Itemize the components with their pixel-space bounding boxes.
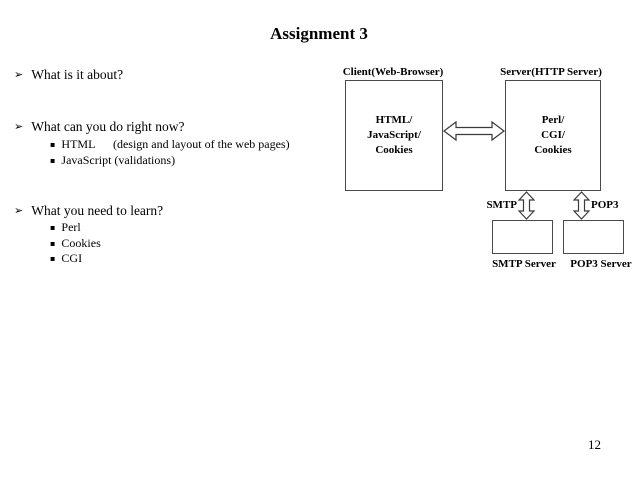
bullet-what-is-it-about: ➢ What is it about? <box>14 67 123 83</box>
subbullet-label: JavaScript (validations) <box>61 153 176 167</box>
subbullet-html: ▪ HTML (design and layout of the web pag… <box>50 137 290 152</box>
server-box: Perl/ CGI/ Cookies <box>505 80 601 191</box>
client-box-line: HTML/ <box>375 114 413 126</box>
subbullet-perl: ▪ Perl <box>50 220 81 235</box>
smtp-double-arrow-icon <box>518 191 535 220</box>
client-box-line: Cookies <box>375 144 413 156</box>
subbullet-label: Cookies <box>61 236 101 250</box>
square-bullet-icon: ▪ <box>50 223 56 232</box>
server-box-line: CGI/ <box>541 129 565 141</box>
arrow-bullet-icon: ➢ <box>14 68 24 81</box>
square-bullet-icon: ▪ <box>50 239 56 248</box>
subbullet-javascript: ▪ JavaScript (validations) <box>50 153 175 168</box>
arrow-bullet-icon: ➢ <box>14 120 24 133</box>
pop3-server-box <box>563 220 624 254</box>
client-box: HTML/ JavaScript/ Cookies <box>345 80 443 191</box>
square-bullet-icon: ▪ <box>50 254 56 263</box>
smtp-protocol-label: SMTP <box>486 199 517 211</box>
arrow-bullet-icon: ➢ <box>14 204 24 217</box>
pop3-server-label: POP3 Server <box>570 258 632 270</box>
bullet-label: What you need to learn? <box>31 203 164 218</box>
square-bullet-icon: ▪ <box>50 156 56 165</box>
square-bullet-icon: ▪ <box>50 140 56 149</box>
subbullet-cookies: ▪ Cookies <box>50 236 101 251</box>
client-box-label: Client(Web-Browser) <box>342 66 444 78</box>
bullet-what-you-need-to-learn: ➢ What you need to learn? <box>14 203 163 219</box>
server-box-line: Perl/ <box>541 114 565 126</box>
page-number: 12 <box>588 437 601 452</box>
pop3-double-arrow-icon <box>573 191 590 220</box>
subbullet-label: HTML (design and layout of the web pages… <box>61 137 290 151</box>
server-box-line: Cookies <box>534 144 572 156</box>
client-server-double-arrow-icon <box>443 120 505 142</box>
bullet-label: What is it about? <box>31 67 124 82</box>
subbullet-label: Perl <box>61 220 81 234</box>
subbullet-label: CGI <box>61 251 83 265</box>
bullet-label: What can you do right now? <box>31 119 185 134</box>
slide-title: Assignment 3 <box>270 24 368 43</box>
client-box-line: JavaScript/ <box>367 129 421 141</box>
smtp-server-box <box>492 220 553 254</box>
subbullet-cgi: ▪ CGI <box>50 251 82 266</box>
pop3-protocol-label: POP3 <box>591 199 619 211</box>
smtp-server-label: SMTP Server <box>492 258 556 270</box>
bullet-what-can-you-do: ➢ What can you do right now? <box>14 119 185 135</box>
server-box-label: Server(HTTP Server) <box>500 66 602 78</box>
